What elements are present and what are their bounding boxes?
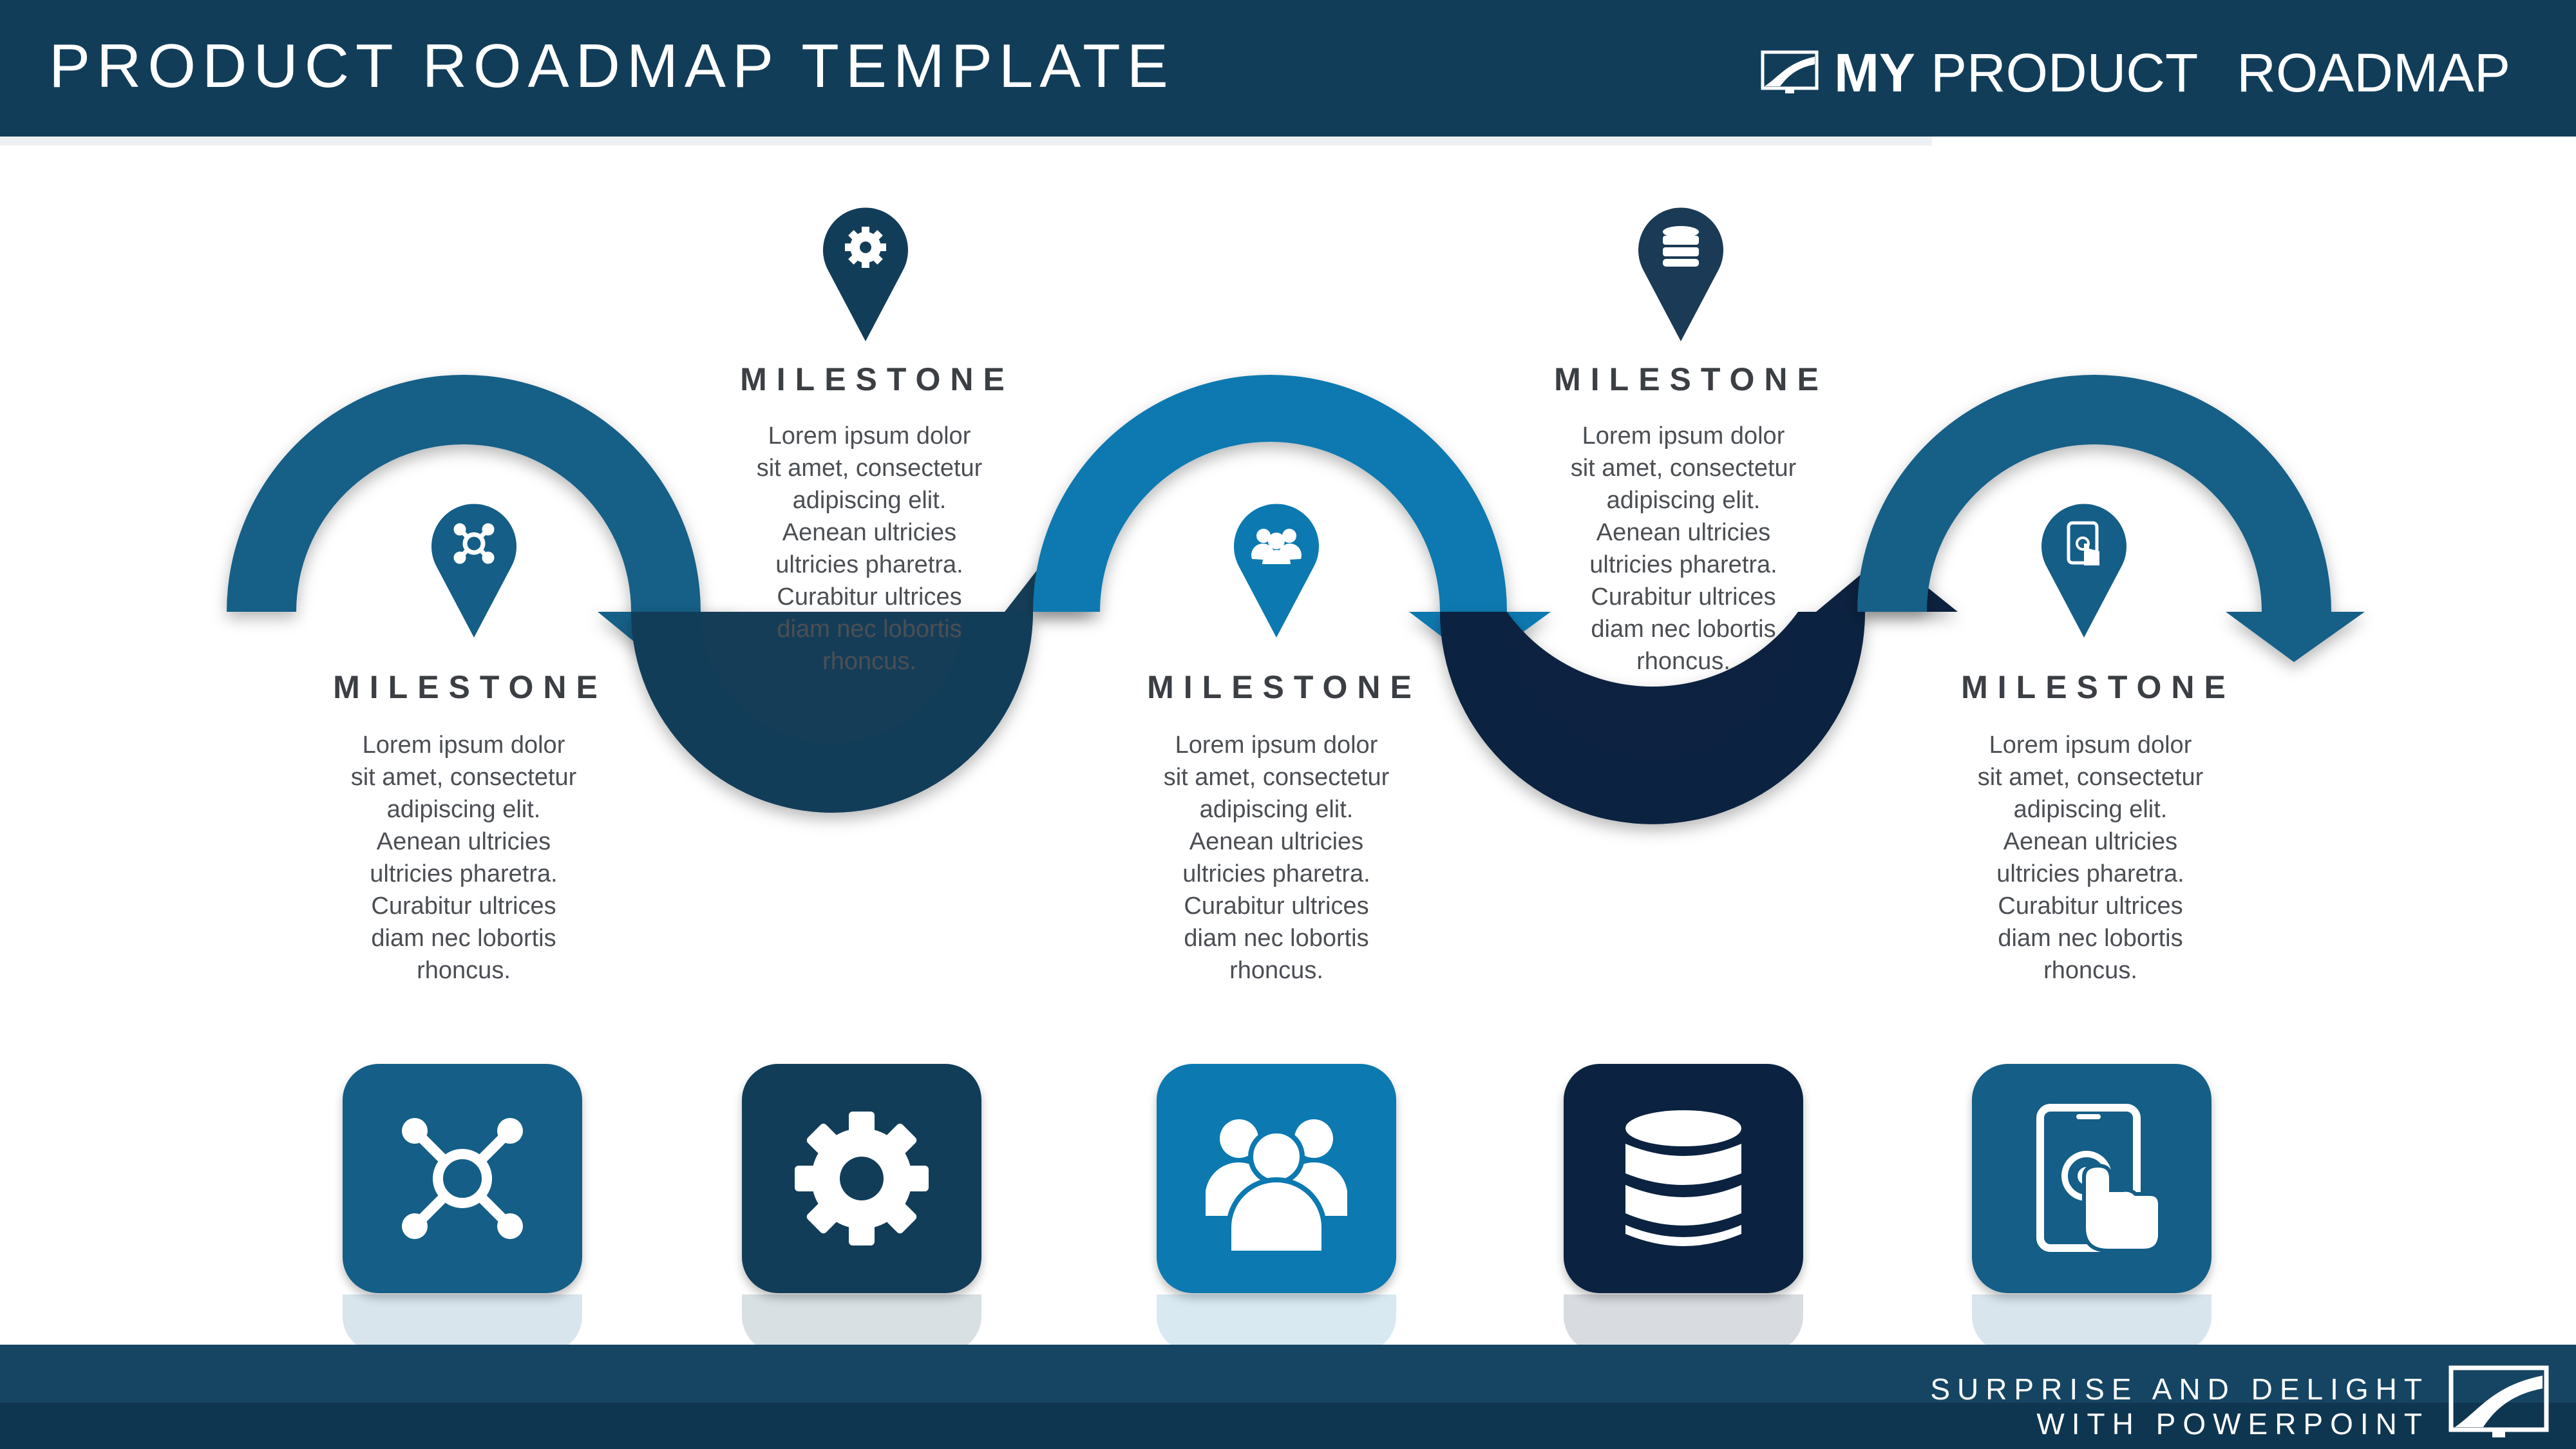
icon-tile-4 (1564, 1064, 1803, 1293)
icon-tile-3 (1157, 1064, 1396, 1293)
pin-marker-1 (431, 504, 516, 638)
network-hub-icon (453, 523, 495, 564)
milestone-title-3: MILESTONE (1147, 669, 1421, 705)
tablet-touch-icon (2067, 521, 2099, 565)
team-icon (1251, 529, 1302, 564)
footer-tagline: SURPRISE AND DELIGHT WITH POWERPOINT (1930, 1372, 2429, 1441)
tablet-touch-icon (2036, 1104, 2162, 1253)
icon-tile-5 (1972, 1064, 2211, 1293)
tile-reflection-1 (343, 1294, 582, 1352)
milestone-title-2: MILESTONE (740, 361, 1014, 397)
header-bar (0, 0, 2576, 137)
milestone-title-4: MILESTONE (1554, 361, 1828, 397)
icon-tile-2 (742, 1064, 981, 1293)
pin-marker-5 (2041, 504, 2126, 638)
milestone-title-1: MILESTONE (333, 669, 607, 705)
database-icon (1625, 1110, 1741, 1246)
pin-marker-4 (1638, 207, 1723, 341)
team-icon (1206, 1119, 1347, 1256)
arc-5 (1857, 375, 2365, 662)
database-icon (1663, 226, 1699, 267)
pin-marker-2 (823, 207, 908, 341)
pin-marker-3 (1234, 504, 1319, 638)
milestone-desc-1: Lorem ipsum dolor sit amet, consectetur … (350, 732, 577, 984)
header-divider (0, 137, 1932, 146)
arc-3 (1033, 375, 1551, 665)
milestone-desc-3: Lorem ipsum dolor sit amet, consectetur … (1163, 732, 1390, 984)
footer-band (0, 1345, 2576, 1403)
network-hub-icon (402, 1118, 523, 1239)
gear-icon (845, 227, 886, 268)
milestone-desc-4: Lorem ipsum dolor sit amet, consectetur … (1570, 422, 1797, 675)
tile-reflection-2 (742, 1294, 981, 1352)
milestone-title-5: MILESTONE (1961, 669, 2235, 705)
tagline-line-1: SURPRISE AND DELIGHT (1930, 1372, 2429, 1406)
road-monitor-icon (2448, 1365, 2549, 1437)
arc-4-fill (1440, 612, 1865, 824)
road-monitor-icon (1761, 50, 1819, 93)
gear-icon (795, 1112, 929, 1245)
tile-reflection-4 (1564, 1294, 1803, 1352)
brand-product: PRODUCT (1930, 42, 2199, 103)
icon-tile-1 (343, 1064, 582, 1293)
page-title: PRODUCT ROADMAP TEMPLATE (49, 32, 1175, 100)
tile-reflection-5 (1972, 1294, 2211, 1352)
brand-my: MY (1833, 42, 1915, 103)
arc-1 (227, 375, 739, 665)
tagline-line-2: WITH POWERPOINT (2036, 1407, 2429, 1441)
tile-reflection-3 (1157, 1294, 1396, 1352)
milestone-desc-5: Lorem ipsum dolor sit amet, consectetur … (1977, 732, 2204, 984)
arc-2-fill (631, 612, 1033, 813)
brand-lockup: MY PRODUCT ROADMAP (1761, 37, 2510, 108)
milestone-desc-2: Lorem ipsum dolor sit amet, consectetur … (756, 422, 983, 675)
brand-roadmap: ROADMAP (2237, 42, 2510, 103)
